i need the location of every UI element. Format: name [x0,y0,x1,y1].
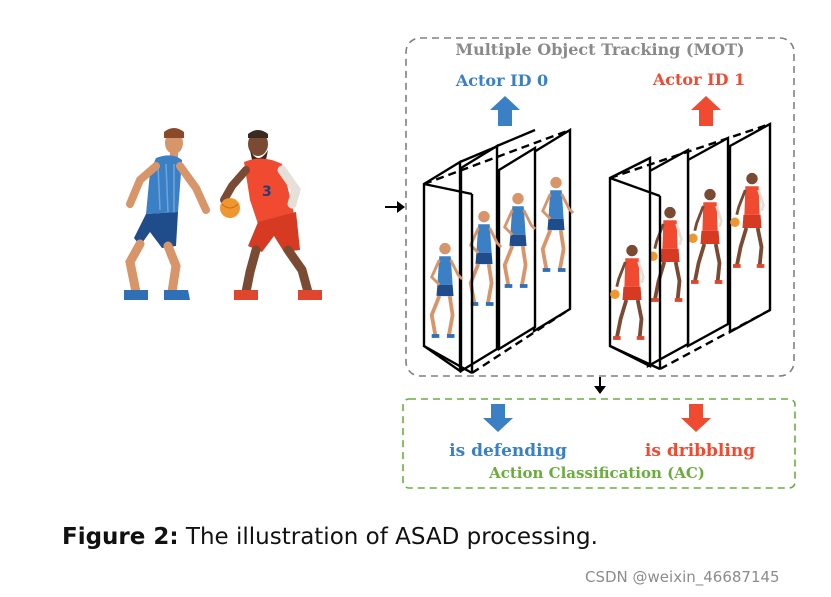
action-1-label: is dribbling [645,441,755,461]
watermark: CSDN @weixin_46687145 [585,568,780,586]
ac-box: is defending is dribbling Action Classif… [402,398,796,489]
actor-1-frame-stack [608,121,772,371]
action-1-down-arrow-icon [681,404,711,432]
action-0-label: is defending [449,441,567,461]
figure-caption: Figure 2: The illustration of ASAD proce… [62,524,598,550]
actor-1-frame-4 [728,121,772,335]
actor-1-label: Actor ID 1 [652,70,745,89]
figure-label: Figure 2: [62,524,179,550]
mot-to-ac-arrow [594,377,606,394]
input-arrow [385,201,405,213]
actor-1-frame-3 [686,135,730,349]
mot-title: Multiple Object Tracking (MOT) [455,40,744,59]
actor-0-up-arrow-icon [490,96,520,126]
red-player-illustration: 3 [220,130,322,300]
actor-0-frame-3 [497,145,537,352]
actor-1-up-arrow-icon [691,96,721,126]
mot-box: Multiple Object Tracking (MOT) Actor ID … [405,37,795,377]
actor-0-label: Actor ID 0 [455,71,548,90]
actor-0-frame-4 [532,127,575,334]
actor-1-frame-2 [646,147,690,369]
actor-1-frame-1 [608,156,652,368]
action-0-down-arrow-icon [483,404,513,432]
actor-0-frame-2 [459,143,504,374]
figure-caption-text: The illustration of ASAD processing. [185,524,598,550]
actor-0-frame-stack [422,127,575,375]
actor-0-frame-1 [422,159,465,374]
svg-text:3: 3 [262,184,272,200]
blue-player-illustration [124,128,210,300]
players-illustration: 3 [124,128,322,300]
ac-title: Action Classification (AC) [488,464,705,482]
